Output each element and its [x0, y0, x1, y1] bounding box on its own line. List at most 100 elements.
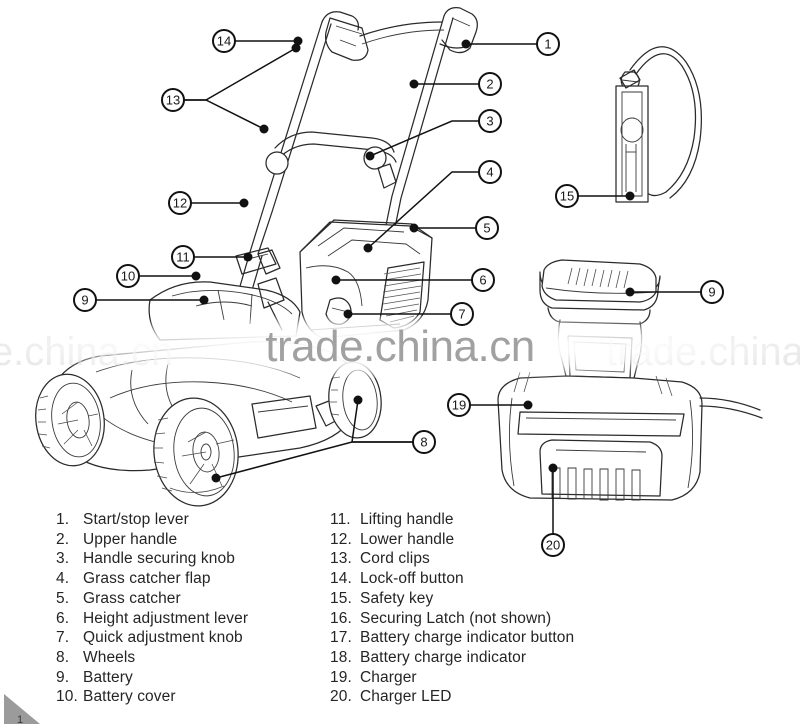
legend-item-label: Battery charge indicator button [360, 629, 575, 647]
legend-item: 12. Lower handle [330, 530, 574, 550]
legend-item: 5. Grass catcher [56, 589, 248, 609]
callout-8-label: 8 [420, 435, 427, 450]
legend-item-number: 11. [330, 511, 351, 528]
legend-item-label: Grass catcher flap [83, 570, 211, 588]
callout-4-label: 4 [486, 165, 493, 180]
legend-item-number: 14. [330, 570, 352, 588]
callout-9-label: 9 [81, 293, 88, 308]
callout-12-label: 12 [173, 196, 187, 211]
legend-item: 3. Handle securing knob [56, 549, 248, 569]
legend-item-number: 7. [56, 629, 70, 647]
legend-item-number: 18. [330, 648, 352, 666]
legend-item: 2.Upper handle [56, 530, 248, 550]
legend-item-label: Cord clips [360, 550, 430, 568]
legend-item-label: Charger [360, 668, 417, 686]
callout-7[interactable]: 7 [450, 302, 474, 326]
legend-item-label: Grass catcher [83, 589, 181, 607]
legend-item: 19. Charger [330, 668, 574, 688]
legend-item-label: Handle securing knob [83, 550, 235, 568]
legend-item-number: 20. [330, 688, 352, 706]
legend-item: 1.Start/stop lever [56, 510, 248, 530]
callout-11-label: 11 [176, 250, 190, 265]
legend-item: 17. Battery charge indicator button [330, 628, 574, 648]
callout-5[interactable]: 5 [475, 216, 499, 240]
callout-1[interactable]: 1 [536, 32, 560, 56]
legend-item-number: 5. [56, 589, 70, 607]
leader-anchor-dots [191, 36, 635, 483]
legend-item-number: 2. [56, 530, 70, 548]
legend-item-number: 9. [56, 668, 70, 686]
legend-item: 10. Battery cover [56, 687, 248, 707]
cord-clip-left [265, 151, 289, 175]
callout-5-label: 5 [483, 221, 490, 236]
legend-item: 11. Lifting handle [330, 510, 574, 530]
legend-item: 20.Charger LED [330, 687, 574, 707]
callout-2-label: 2 [486, 77, 493, 92]
callout-10[interactable]: 10 [116, 264, 140, 288]
legend-item: 14. Lock-off button [330, 569, 574, 589]
callout-14[interactable]: 14 [212, 29, 236, 53]
legend-item-label: Lock-off button [360, 570, 464, 588]
legend-item: 16. Securing Latch (not shown) [330, 609, 574, 629]
legend-column-right: 11. Lifting handle 12. Lower handle 13. Cord … [330, 510, 574, 707]
callout-10-label: 10 [121, 269, 135, 284]
callout-12[interactable]: 12 [168, 191, 192, 215]
legend-item-label: Battery charge indicator [360, 648, 527, 666]
callout-3[interactable]: 3 [478, 109, 502, 133]
legend-item: 9. Battery [56, 668, 248, 688]
callout-9[interactable]: 9 [73, 288, 97, 312]
callout-2[interactable]: 2 [478, 72, 502, 96]
legend-item-label: Battery cover [83, 688, 176, 706]
callout-20[interactable]: 20 [541, 533, 565, 557]
legend-item-label: Safety key [360, 589, 434, 607]
legend-item-number: 13. [330, 550, 352, 568]
legend-item-label: Lifting handle [360, 511, 454, 528]
callout-15-label: 15 [560, 189, 574, 204]
legend-item: 4.Grass catcher flap [56, 569, 248, 589]
legend-item-number: 6. [56, 609, 70, 627]
legend-item-number: 19. [330, 668, 352, 686]
callout-15[interactable]: 15 [555, 184, 579, 208]
callout-1-label: 1 [544, 37, 551, 52]
callout-9-charger-label: 9 [708, 285, 715, 300]
corner-fold-marker [4, 694, 40, 724]
callout-6-label: 6 [479, 273, 486, 288]
legend-item: 13. Cord clips [330, 549, 574, 569]
legend-item-number: 3. [56, 550, 70, 568]
callout-20-label: 20 [546, 538, 560, 553]
callout-19[interactable]: 19 [447, 393, 471, 417]
legend-item-number: 17. [330, 629, 352, 647]
callout-6[interactable]: 6 [471, 268, 495, 292]
legend-item-number: 10. [56, 688, 78, 706]
legend-item: 8.Wheels [56, 648, 248, 668]
leader-lines [95, 40, 702, 535]
safety-key [615, 46, 702, 203]
legend-item-label: Battery [83, 668, 133, 686]
legend-item-number: 1. [56, 511, 70, 528]
legend-item-number: 16. [330, 609, 352, 627]
callout-9-charger[interactable]: 9 [700, 280, 724, 304]
legend-item-number: 12. [330, 530, 352, 548]
callout-7-label: 7 [458, 307, 465, 322]
legend-item: 6.Height adjustment lever [56, 609, 248, 629]
callout-8[interactable]: 8 [412, 430, 436, 454]
legend-item-label: Quick adjustment knob [83, 629, 243, 647]
callout-19-label: 19 [452, 398, 466, 413]
callout-4[interactable]: 4 [478, 160, 502, 184]
legend-item-label: Securing Latch (not shown) [360, 609, 552, 627]
callout-11[interactable]: 11 [171, 245, 195, 269]
callout-3-label: 3 [486, 114, 493, 129]
legend-item: 18. Battery charge indicator [330, 648, 574, 668]
corner-page-number: 1 [17, 714, 24, 726]
callout-13-label: 13 [166, 93, 180, 108]
legend-item: 15.Safety key [330, 589, 574, 609]
callout-13[interactable]: 13 [161, 88, 185, 112]
legend-item-label: Lower handle [360, 530, 455, 548]
charger-led-vents [551, 467, 641, 501]
legend-item: 7. Quick adjustment knob [56, 628, 248, 648]
callout-14-label: 14 [217, 34, 231, 49]
